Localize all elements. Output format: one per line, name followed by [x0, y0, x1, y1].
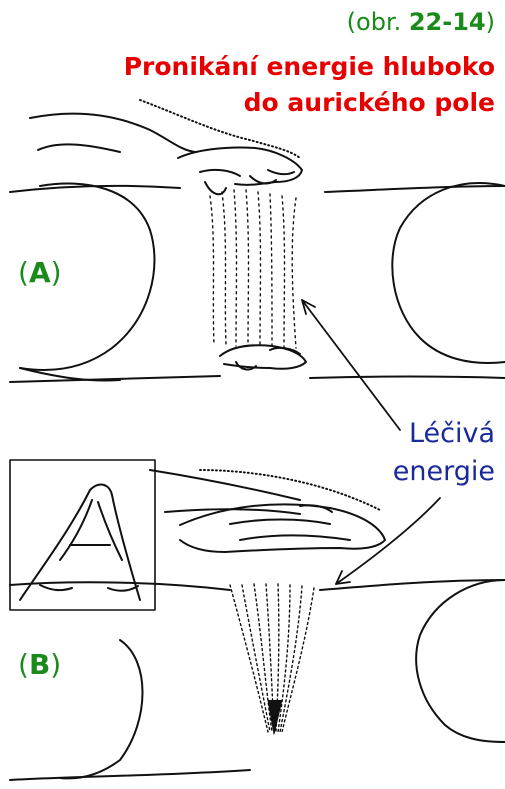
figure-title-line-1: Pronikání energie hluboko	[124, 52, 495, 81]
figure-reference: (obr. 22-14)	[347, 8, 495, 36]
annotation-line-1: Léčivá	[409, 418, 495, 449]
panel-b-label: (B)	[18, 648, 61, 681]
figure-ref-prefix: (obr.	[347, 8, 409, 36]
panel-a-drawing	[10, 100, 505, 430]
figure-ref-number: 22-14	[409, 8, 486, 36]
figure-title-line-2: do aurického pole	[244, 88, 495, 117]
figure-ref-suffix: )	[486, 8, 495, 36]
panel-b-drawing	[10, 460, 505, 780]
panel-a-label: (A)	[18, 256, 62, 289]
annotation-line-2: energie	[393, 456, 495, 487]
